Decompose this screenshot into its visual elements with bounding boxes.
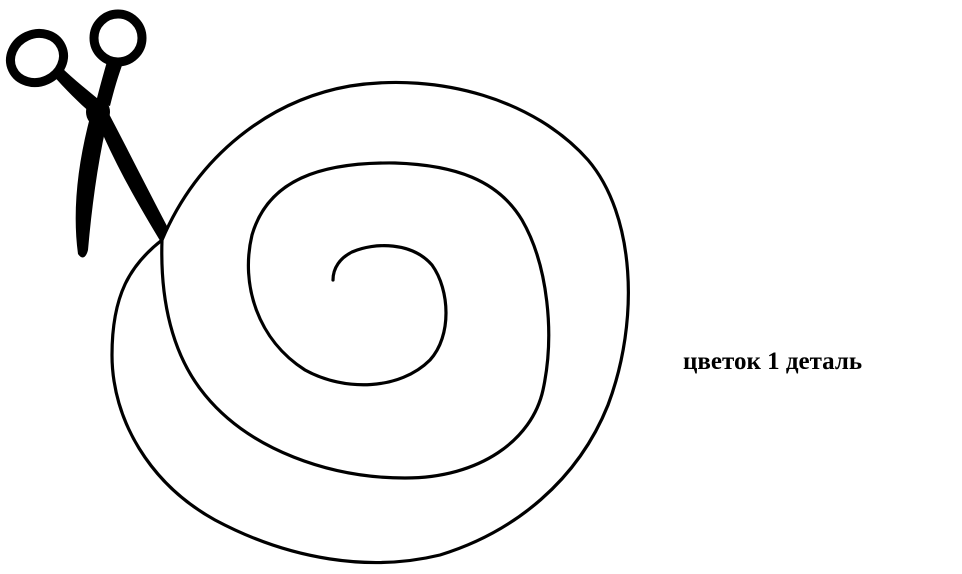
part-caption: цветок 1 деталь: [683, 344, 862, 380]
scissors-icon: [2, 14, 168, 257]
spiral-cut-line: [112, 82, 628, 562]
